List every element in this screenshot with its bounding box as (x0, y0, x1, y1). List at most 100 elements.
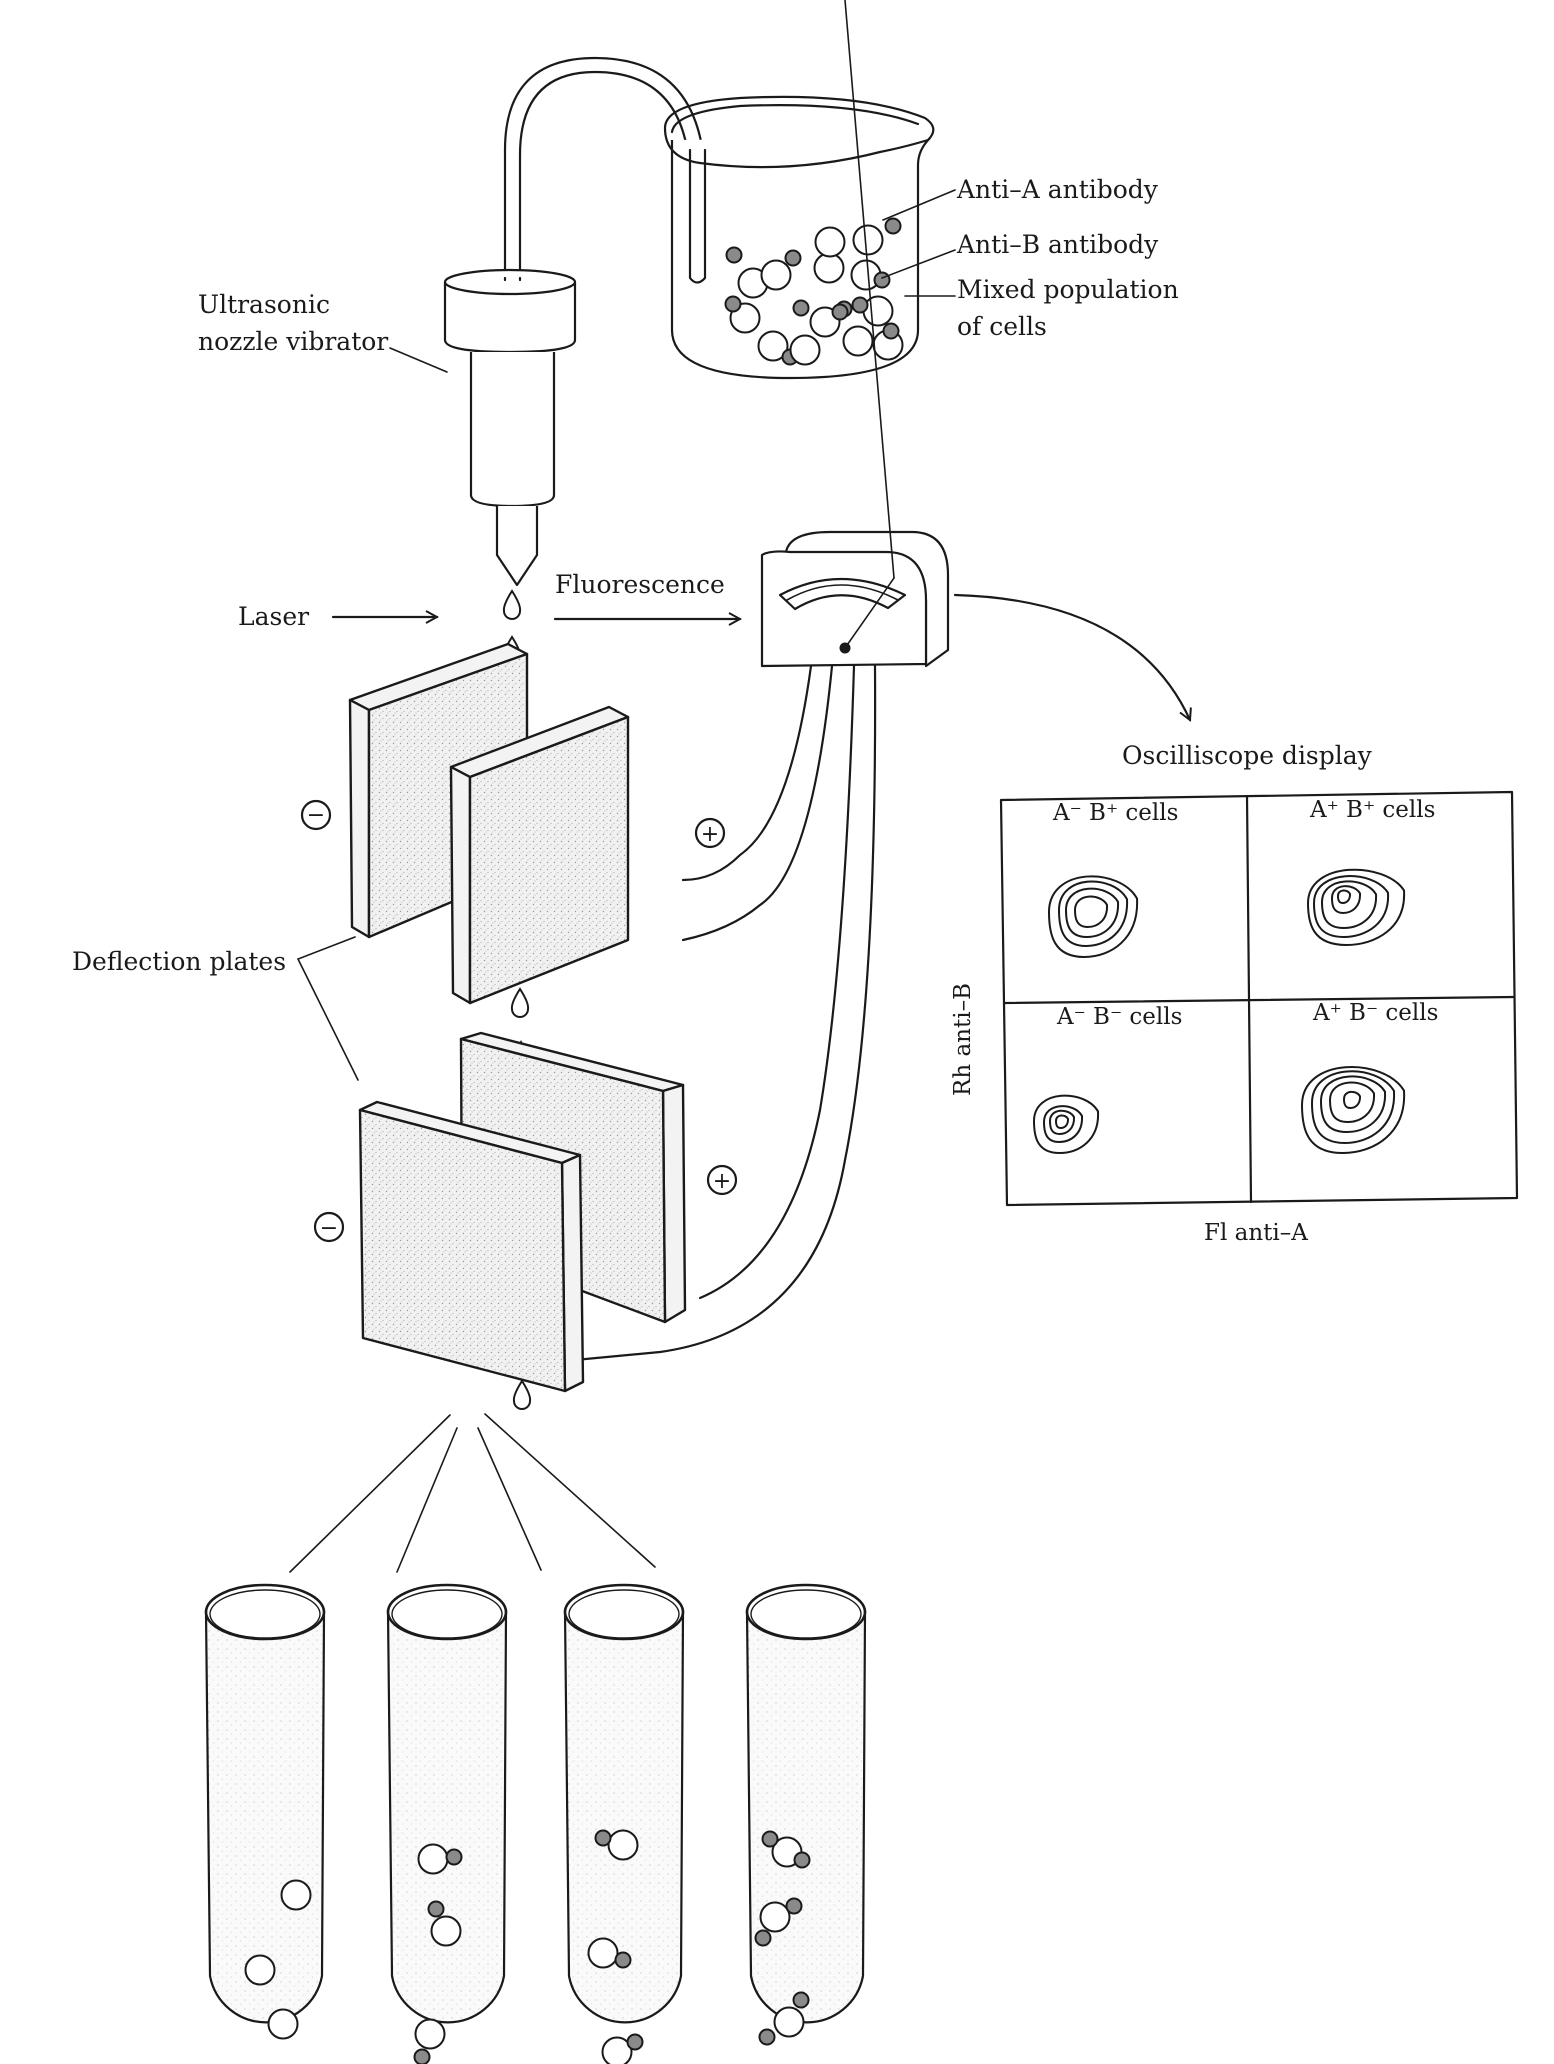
collection-tube (204, 1583, 326, 2040)
signal-to-oscilloscope-arrow (953, 593, 1190, 720)
collection-tube (745, 1583, 867, 2046)
cell (850, 259, 891, 291)
antibody-marker (614, 1951, 632, 1969)
contour-ring (1306, 868, 1406, 947)
cell (831, 303, 874, 357)
antibody-marker (792, 1991, 810, 2009)
antibody-marker (594, 1829, 612, 1847)
laser-label: Laser (238, 602, 309, 631)
upper-negative-terminal (300, 799, 332, 831)
antibody-marker (873, 271, 891, 289)
antibody-marker (884, 217, 902, 235)
antibody-marker (831, 303, 849, 321)
contour-ring (1047, 875, 1139, 959)
contour-ring (1312, 875, 1390, 939)
lower-positive-sign: + (713, 1169, 731, 1194)
sort-stream-lines (289, 1413, 656, 1573)
antibody-marker (758, 2028, 776, 2046)
contour-ring (1328, 1081, 1376, 1124)
antibody-marker (413, 2048, 431, 2064)
cell (813, 252, 845, 284)
cell (761, 1830, 811, 1869)
contour-ring (1320, 880, 1378, 930)
antibody-marker (445, 1848, 463, 1866)
meter-needle (844, 0, 895, 579)
anti-b-leader-line (881, 249, 956, 279)
collection-tubes (204, 1583, 867, 2064)
quadrant-label-bottom-right: A⁺ B⁻ cells (1312, 1000, 1438, 1026)
contour-ring (1073, 895, 1109, 929)
antibody-marker (626, 2033, 644, 2051)
top-left-cluster (1047, 875, 1139, 959)
antibody-marker (793, 1851, 811, 1869)
contour-ring (1032, 1094, 1100, 1155)
anti-b-antibody-label: Anti–B antibody (956, 230, 1159, 259)
cell (789, 334, 821, 366)
cell (754, 1897, 803, 1947)
cell (587, 1937, 632, 1969)
contour-ring (1336, 889, 1352, 905)
cell (267, 2008, 299, 2040)
fluorescence-detector (760, 0, 950, 668)
antibody-marker (725, 246, 743, 264)
nozzle-leader-line (389, 347, 448, 373)
x-axis-label: Fl anti–A (1204, 1220, 1308, 1246)
deflection-plates-label: Deflection plates (72, 947, 286, 976)
contour-ring (1300, 1065, 1406, 1155)
beaker-cell-population (724, 217, 904, 366)
contour-plots (1032, 868, 1406, 1155)
contour-ring (1330, 885, 1362, 915)
droplet (512, 1379, 532, 1410)
upper-deflection-plates (348, 642, 630, 1005)
cell (594, 1829, 639, 1861)
contour-ring (1048, 1109, 1076, 1136)
lower-negative-terminal (313, 1211, 345, 1243)
mixed-population-label: Mixed population (957, 275, 1179, 304)
y-axis-label: Rh anti–B (950, 983, 976, 1096)
contour-ring (1054, 1114, 1070, 1130)
oscilloscope-title: Oscilliscope display (1122, 741, 1373, 770)
anti-a-leader-line (882, 189, 956, 221)
antibody-marker (761, 1830, 779, 1848)
lower-deflection-plates (358, 1031, 687, 1393)
cell (852, 217, 902, 256)
deflection-plates-leader-lines (296, 936, 359, 1081)
collection-tube (563, 1583, 685, 2064)
cell (725, 246, 769, 299)
collection-tube (386, 1583, 508, 2064)
cell (427, 1900, 462, 1947)
antibody-marker (851, 296, 869, 314)
control-wires (573, 664, 877, 1362)
cell (280, 1879, 312, 1911)
antibody-marker (427, 1900, 445, 1918)
fluorescence-label: Fluorescence (555, 570, 725, 599)
bottom-left-cluster (1032, 1094, 1100, 1155)
antibody-marker (784, 249, 802, 267)
contour-ring (1310, 1070, 1396, 1145)
cell (724, 295, 761, 334)
cell (413, 2018, 446, 2064)
antibody-marker (792, 299, 810, 317)
quadrant-label-bottom-left: A⁻ B⁻ cells (1056, 1004, 1182, 1030)
beaker (663, 95, 956, 380)
antibody-marker (785, 1897, 803, 1915)
cell (244, 1954, 276, 1986)
cell (417, 1843, 463, 1875)
upper-positive-sign: + (701, 822, 719, 847)
antibody-marker (882, 322, 900, 340)
anti-a-antibody-label: Anti–A antibody (956, 175, 1159, 204)
cell (601, 2033, 644, 2064)
lower-positive-terminal (706, 1164, 738, 1196)
quadrant-label-top-right: A⁺ B⁺ cells (1309, 797, 1435, 823)
meter-pivot (839, 642, 851, 654)
mixed-population-label-line2: of cells (957, 312, 1047, 341)
contour-ring (1319, 1075, 1387, 1134)
upper-positive-terminal (694, 817, 726, 849)
lower-negative-sign: − (320, 1216, 338, 1241)
cell (760, 249, 802, 291)
contour-ring (1064, 887, 1120, 939)
nozzle-label-line2: nozzle vibrator (198, 327, 388, 356)
top-right-cluster (1306, 868, 1406, 947)
cell (758, 1991, 810, 2046)
